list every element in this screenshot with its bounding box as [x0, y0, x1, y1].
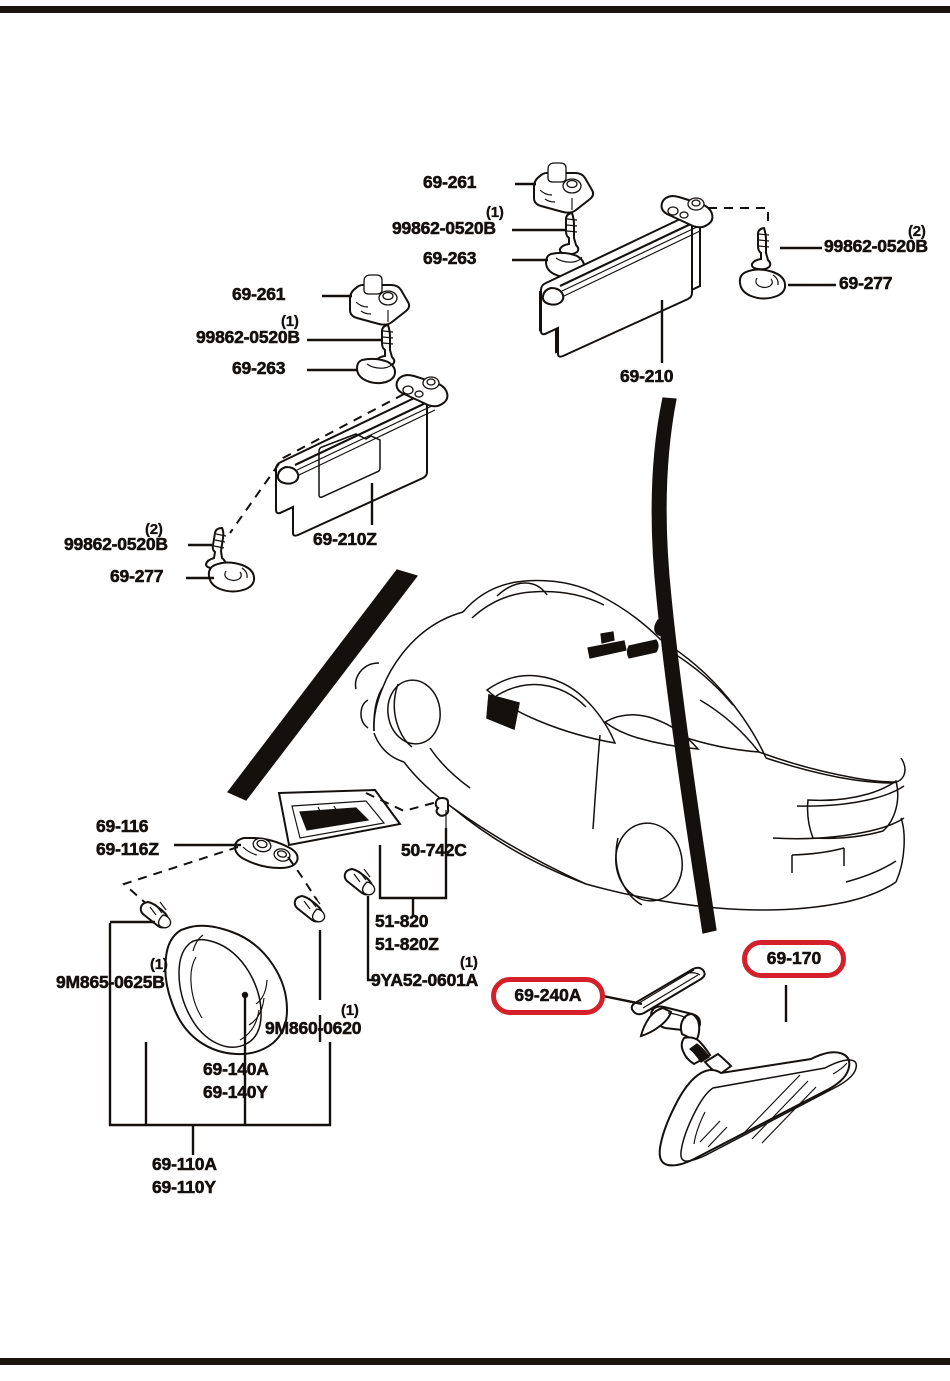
leader-9YA52 — [366, 896, 375, 982]
top-rule — [0, 6, 950, 13]
label-9M865-0625B: 9M865-0625B — [56, 972, 165, 992]
label-69-116: 69-116 — [96, 816, 149, 836]
part-99862-0520B-left-hook — [204, 526, 227, 570]
label-69-140Y: 69-140Y — [203, 1082, 269, 1102]
moulding-stripe-right — [651, 397, 717, 934]
part-69-170-stalk — [639, 1005, 733, 1077]
label-9YA52-0601A-qty: (1) — [460, 954, 478, 971]
label-99862-0520B-left-hook: 99862-0520B — [64, 534, 169, 554]
label-99862-0520B-left: 99862-0520B — [196, 327, 301, 347]
part-69-277-left — [207, 561, 256, 593]
part-9YA52-0601A-screw — [343, 867, 376, 896]
assembly-dash-base-screw-right — [287, 856, 318, 901]
part-69-240A-cover — [630, 966, 706, 1016]
label-69-116Z: 69-116Z — [96, 839, 160, 859]
part-69-210Z-visor-left — [275, 373, 449, 537]
part-69-210-visor-right — [539, 194, 714, 358]
label-99862-0520B-right-qty: (1) — [486, 204, 504, 221]
label-9M865-0625B-qty: (1) — [150, 956, 168, 973]
label-99862-0520B-right-hook-qty: (2) — [908, 223, 926, 240]
part-99862-0520B-right-hook — [750, 226, 772, 271]
assembly-dash-right-hook — [708, 207, 769, 226]
label-69-277-left: 69-277 — [110, 566, 164, 586]
assembly-dash-base-screw-left — [122, 846, 239, 907]
label-69-263-left: 69-263 — [232, 358, 286, 378]
part-69-277-right — [738, 268, 787, 300]
label-9M860-0620: 9M860-0620 — [265, 1018, 362, 1038]
label-99862-0520B-right: 99862-0520B — [392, 218, 497, 238]
part-69-261-right — [533, 162, 595, 214]
part-69-261-left — [349, 274, 411, 326]
label-51-820: 51-820 — [375, 911, 429, 931]
part-69-170-mirror — [658, 1051, 858, 1167]
label-69-277-right: 69-277 — [839, 273, 893, 293]
label-69-263-right: 69-263 — [423, 248, 477, 268]
label-69-261-left: 69-261 — [232, 284, 286, 304]
label-69-140A: 69-140A — [203, 1059, 269, 1079]
label-50-742C: 50-742C — [401, 840, 467, 860]
label-99862-0520B-left-qty: (1) — [281, 313, 299, 330]
assembly-dash-grille — [365, 792, 438, 813]
part-50-742C-screw — [434, 796, 450, 828]
label-51-820Z: 51-820Z — [375, 934, 440, 954]
label-69-170-highlighted[interactable]: 69-170 — [742, 940, 846, 978]
label-9M860-0620-qty: (1) — [341, 1002, 359, 1019]
part-50-742C-grille — [277, 788, 402, 847]
label-69-210Z: 69-210Z — [313, 529, 378, 549]
part-9M860-0620-screw — [293, 894, 326, 923]
label-99862-0520B-left-hook-qty: (2) — [145, 521, 163, 538]
label-69-240A-highlighted[interactable]: 69-240A — [491, 977, 605, 1015]
label-69-110Y: 69-110Y — [152, 1177, 217, 1197]
part-9M865-0625B-screw — [139, 900, 172, 929]
label-69-261-right: 69-261 — [423, 172, 477, 192]
bracket-69-110A — [108, 1042, 332, 1127]
bottom-rule — [0, 1358, 950, 1365]
leader-69-240A — [597, 993, 643, 1006]
label-69-110A: 69-110A — [152, 1154, 218, 1174]
part-69-140A-mirror-body — [164, 924, 289, 1056]
car-illustration — [354, 579, 906, 911]
label-9YA52-0601A: 9YA52-0601A — [371, 970, 479, 990]
label-69-210: 69-210 — [620, 366, 674, 386]
label-99862-0520B-right-hook: 99862-0520B — [824, 236, 929, 256]
moulding-stripe-left — [227, 569, 419, 801]
assembly-dash-left-hook — [229, 393, 405, 534]
part-69-263-left — [355, 357, 397, 385]
